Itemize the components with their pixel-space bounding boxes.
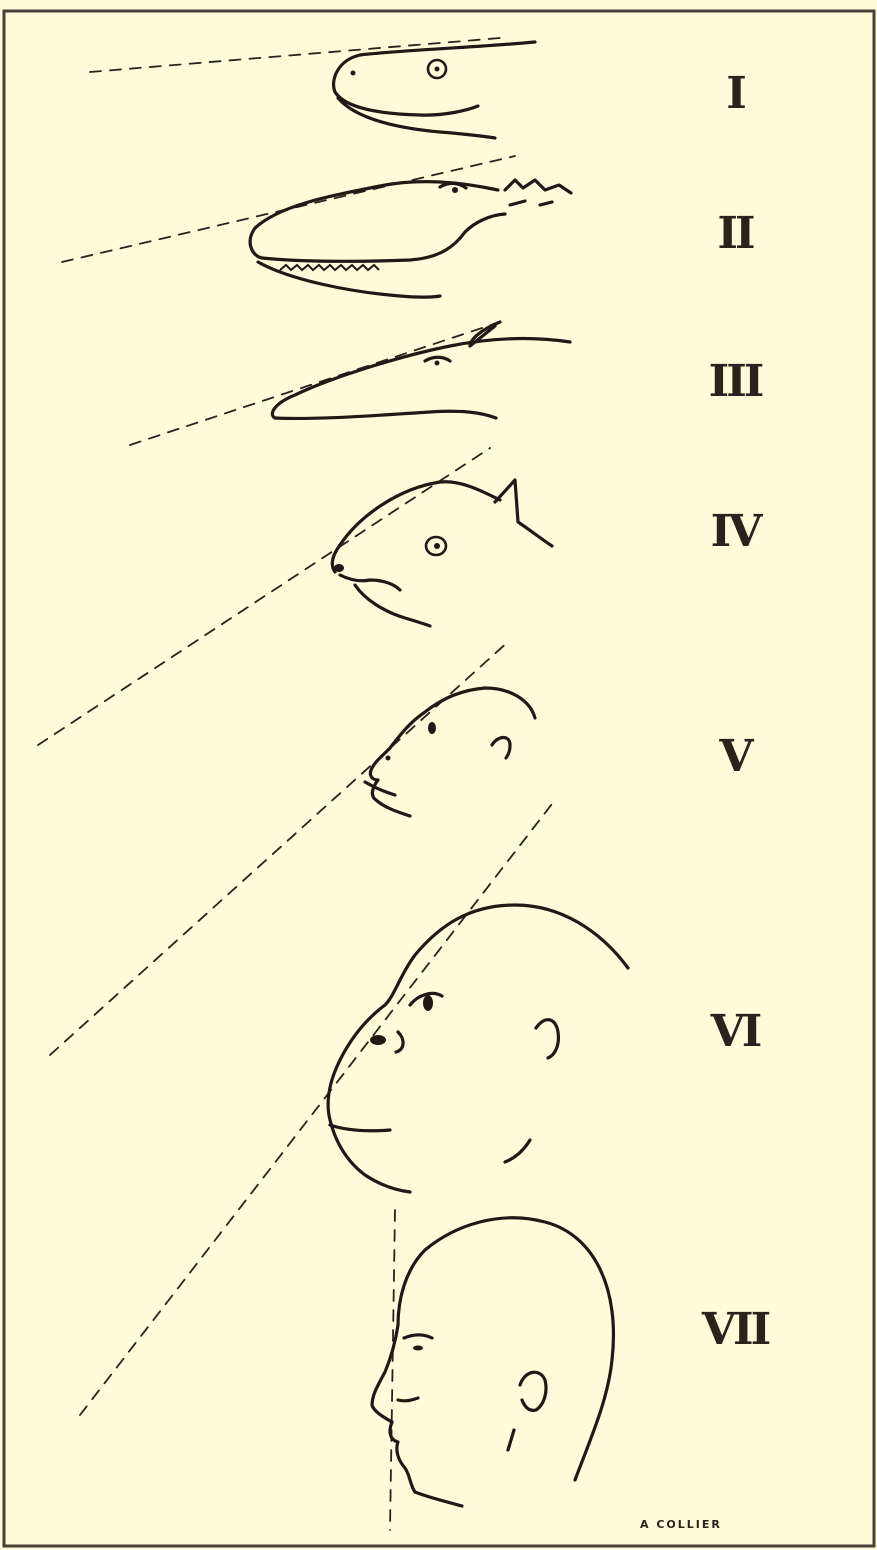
artist-signature: A COLLIER bbox=[640, 1518, 790, 1531]
stage-numeral-ii: II bbox=[690, 212, 780, 256]
stage-numeral-vii: VII bbox=[690, 1308, 780, 1352]
stage-numeral-v: V bbox=[690, 735, 780, 779]
rodent-eye bbox=[434, 543, 440, 549]
stage-numeral-iv: IV bbox=[690, 510, 780, 554]
stage-numeral-vi: VI bbox=[690, 1010, 780, 1054]
stage-numeral-i: I bbox=[690, 72, 780, 116]
ape-eye bbox=[423, 995, 433, 1011]
crocodile-eye bbox=[452, 187, 458, 193]
ape-nostril bbox=[370, 1035, 386, 1045]
stage-numeral-iii: III bbox=[690, 360, 780, 404]
monkey-eye bbox=[428, 722, 436, 734]
horse-eye bbox=[435, 361, 440, 366]
human-eye bbox=[413, 1346, 423, 1351]
